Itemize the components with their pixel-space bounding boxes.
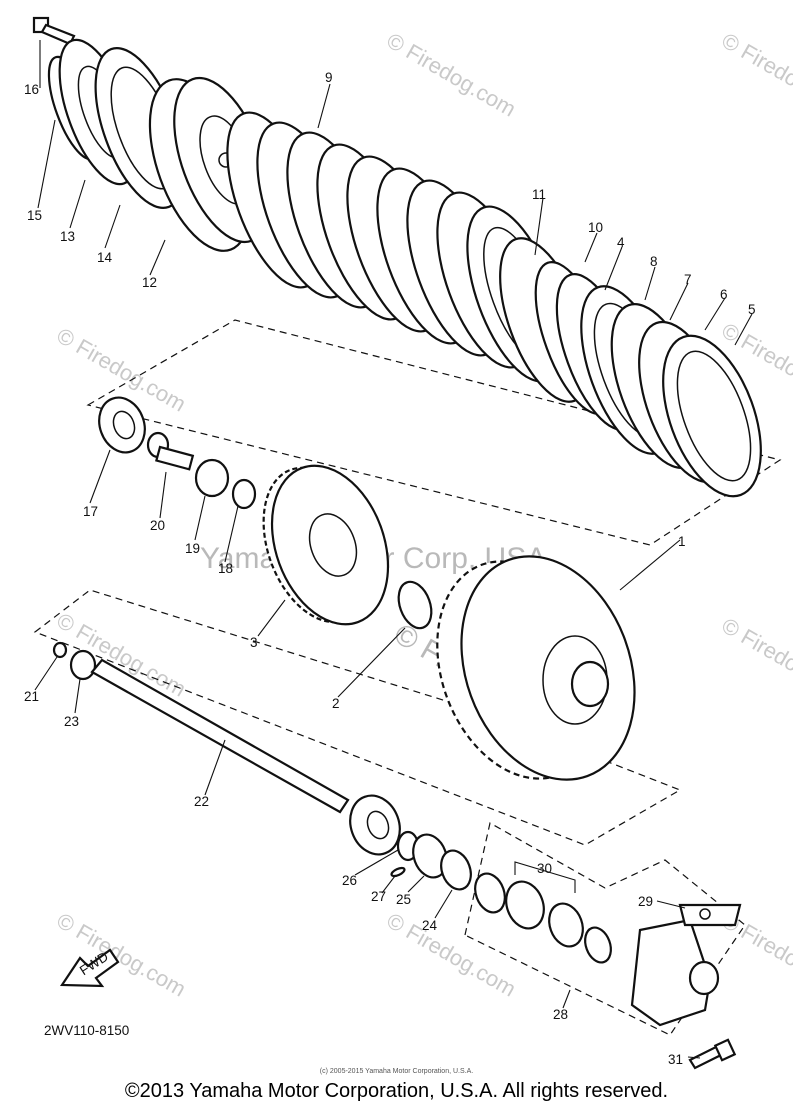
callout-16: 16	[24, 82, 39, 97]
leader-lines	[34, 40, 753, 1059]
callout-14: 14	[97, 250, 113, 265]
spring-30d	[584, 926, 612, 964]
thrust-washer-2	[397, 580, 433, 630]
callout-28: 28	[553, 1007, 568, 1022]
dashed-group-outline-release	[464, 822, 746, 1036]
callout-8: 8	[650, 254, 658, 269]
ring-30a	[474, 872, 506, 914]
callout-26: 26	[342, 873, 357, 888]
callout-10: 10	[588, 220, 603, 235]
callout-27: 27	[371, 889, 386, 904]
shaft-20	[146, 431, 195, 471]
callout-22: 22	[194, 794, 209, 809]
diagram-code: 2WV110-8150	[44, 1023, 129, 1038]
lever-29	[678, 903, 742, 927]
release-housing-28	[630, 918, 720, 1027]
callout-30: 30	[537, 861, 552, 876]
watermark: © Firedog.com	[53, 908, 191, 1002]
washer-18	[231, 478, 257, 510]
callout-9: 9	[325, 70, 333, 85]
callout-21: 21	[24, 689, 39, 704]
collar-25	[412, 833, 448, 879]
callout-4: 4	[617, 235, 625, 250]
plate-5	[662, 334, 762, 498]
plate-5-inner	[676, 350, 752, 482]
push-rod-22	[90, 658, 350, 814]
callout-7: 7	[684, 272, 692, 287]
bracket-30	[514, 861, 576, 893]
bearing-26	[349, 794, 401, 856]
callout-5: 5	[748, 302, 756, 317]
cam-30b	[505, 880, 545, 930]
washer-24	[440, 849, 472, 891]
pin-27	[390, 866, 406, 878]
dashed-group-outline-upper	[86, 319, 782, 546]
cam-30c	[548, 902, 584, 948]
small-copyright: (c) 2005-2015 Yamaha Motor Corporation, …	[319, 1068, 474, 1075]
bolt-31	[688, 1038, 737, 1070]
callout-25: 25	[396, 892, 411, 907]
callout-24: 24	[422, 918, 438, 933]
ball-21	[52, 641, 68, 659]
callout-18: 18	[218, 561, 233, 576]
oil-seal-23	[69, 649, 97, 681]
callout-17: 17	[83, 504, 98, 519]
callout-3: 3	[250, 635, 258, 650]
bushing-19	[194, 458, 230, 498]
fwd-arrow-icon: FWD	[59, 948, 120, 988]
primary-driven-gear-3	[262, 464, 390, 626]
callout-29: 29	[638, 894, 653, 909]
callout-23: 23	[64, 714, 79, 729]
callout-11: 11	[532, 187, 546, 202]
callout-2: 2	[332, 696, 340, 711]
watermark: © Firedog.com	[718, 613, 793, 707]
callout-1: 1	[678, 534, 686, 549]
callout-19: 19	[185, 541, 200, 556]
watermark: © Firedog.com	[383, 28, 521, 122]
callout-labels: 1 2 3 4 5 6 7 8 9 10 11 12 13 14 15 16 1…	[24, 70, 756, 1067]
callout-13: 13	[60, 229, 75, 244]
bearing-17	[98, 396, 146, 454]
watermark: © Firedog.com	[718, 28, 793, 122]
footer-copyright: ©2013 Yamaha Motor Corporation, U.S.A. A…	[124, 1080, 669, 1102]
callout-31: 31	[668, 1052, 683, 1067]
watermark: © Firedog.com	[383, 908, 521, 1002]
clutch-housing-1	[436, 555, 636, 781]
callout-12: 12	[142, 275, 157, 290]
callout-20: 20	[150, 518, 165, 533]
callout-15: 15	[27, 208, 42, 223]
callout-6: 6	[720, 287, 728, 302]
